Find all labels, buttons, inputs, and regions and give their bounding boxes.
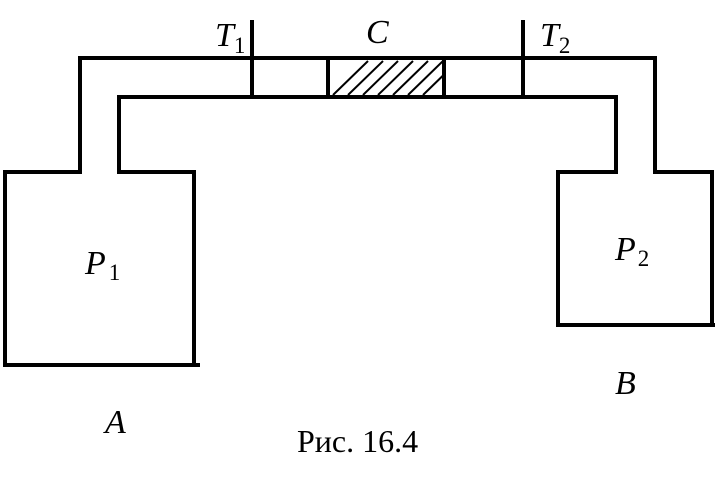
label-b: B	[615, 365, 636, 402]
label-p2: P2	[614, 231, 649, 271]
label-p2-sub: 2	[638, 246, 650, 271]
label-p2-main: P	[614, 231, 636, 268]
label-t2-main: T	[540, 17, 561, 54]
tube-outer-wall	[78, 56, 657, 174]
label-t1-sub: 1	[234, 33, 246, 58]
label-t2: T2	[540, 17, 570, 58]
plug-hatching	[332, 60, 443, 96]
figure-caption: Рис. 16.4	[297, 423, 418, 459]
label-a: A	[103, 404, 126, 441]
label-t1: T1	[215, 17, 245, 58]
vessel-b-wall	[556, 170, 715, 327]
label-t1-main: T	[215, 17, 236, 54]
label-p1-sub: 1	[109, 260, 121, 285]
porous-plug-c	[326, 56, 446, 99]
label-p1-main: P	[84, 245, 106, 282]
tube-inner-wall	[117, 95, 618, 174]
label-c: C	[366, 14, 389, 51]
vessel-a-wall	[3, 170, 200, 367]
label-t2-sub: 2	[559, 33, 571, 58]
